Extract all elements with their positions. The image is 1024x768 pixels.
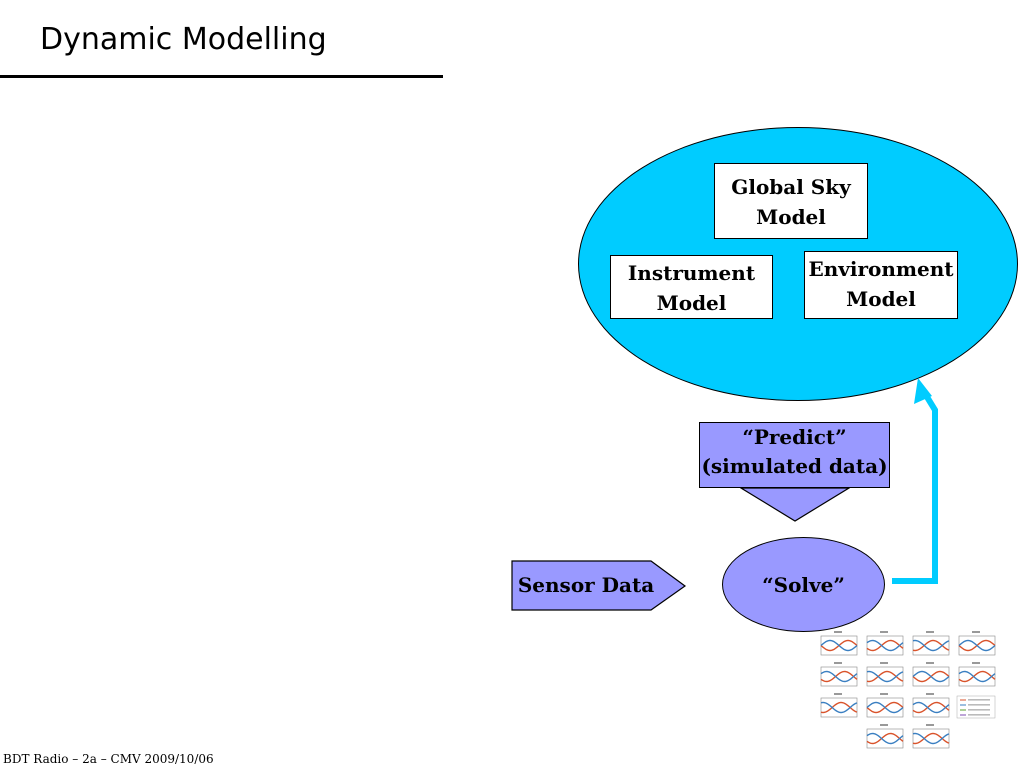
plot-thumbnail: [862, 723, 905, 752]
plot-thumbnail: [908, 692, 951, 721]
global-sky-model-line1: Global Sky: [731, 175, 851, 199]
solve-ellipse: “Solve”: [722, 537, 885, 632]
instrument-model-line1: Instrument: [627, 261, 756, 285]
instrument-model-line2: Model: [656, 291, 727, 315]
feedback-arrow: [892, 378, 938, 584]
plot-thumbnail: [816, 723, 859, 752]
plot-thumbnail: [954, 630, 997, 659]
plot-thumbnail: [862, 692, 905, 721]
environment-model-line2: Model: [846, 287, 916, 311]
title-underline: [0, 75, 443, 78]
predict-box: “Predict” (simulated data): [699, 422, 890, 488]
page-title: Dynamic Modelling: [40, 22, 327, 57]
predict-line2: (simulated data): [701, 454, 888, 478]
predict-down-arrow: [740, 487, 850, 522]
instrument-model-box: Instrument Model: [610, 255, 773, 319]
solve-label: “Solve”: [762, 572, 845, 597]
correlation-plots-thumbnail: [816, 630, 996, 752]
plot-thumbnail: [954, 661, 997, 690]
global-sky-model-line2: Model: [756, 205, 826, 229]
plot-thumbnail: [954, 692, 997, 721]
environment-model-line1: Environment: [808, 257, 954, 281]
plot-thumbnail: [816, 661, 859, 690]
plot-thumbnail: [862, 630, 905, 659]
footer-text: BDT Radio – 2a – CMV 2009/10/06: [3, 752, 214, 766]
plot-thumbnail: [908, 661, 951, 690]
plot-thumbnail: [816, 630, 859, 659]
plot-thumbnail: [862, 661, 905, 690]
global-sky-model-box: Global Sky Model: [714, 163, 868, 239]
predict-line1: “Predict”: [742, 425, 847, 449]
plot-thumbnail: [908, 630, 951, 659]
sensor-data-arrow: [511, 560, 687, 611]
environment-model-box: Environment Model: [804, 251, 958, 319]
plot-thumbnail: [954, 723, 997, 752]
sensor-data-label: Sensor Data: [517, 573, 655, 597]
plot-thumbnail: [816, 692, 859, 721]
plot-thumbnail: [908, 723, 951, 752]
